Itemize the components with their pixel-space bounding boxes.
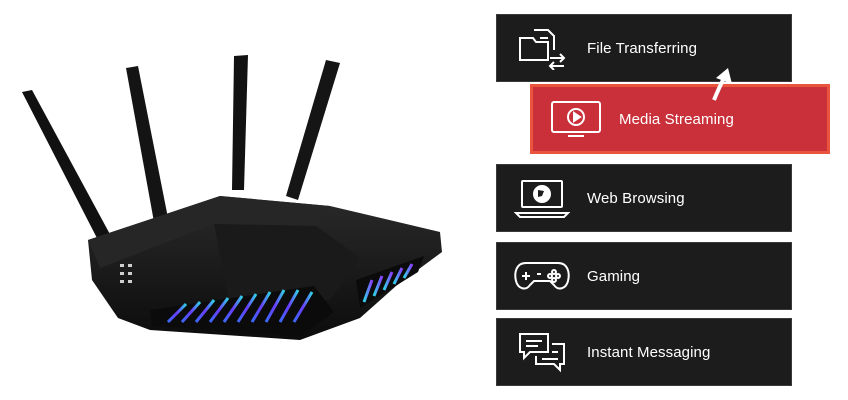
item-label: File Transferring bbox=[587, 39, 698, 57]
web-browsing-icon bbox=[497, 177, 587, 219]
item-web-browsing: Web Browsing bbox=[496, 164, 792, 232]
item-label: Web Browsing bbox=[587, 189, 685, 207]
item-gaming: Gaming bbox=[496, 242, 792, 310]
media-play-icon bbox=[533, 99, 619, 139]
item-instant-messaging: Instant Messaging bbox=[496, 318, 792, 386]
item-label: Media Streaming bbox=[619, 110, 734, 128]
router-image bbox=[22, 55, 442, 340]
item-label: Instant Messaging bbox=[587, 343, 711, 361]
chat-bubbles-icon bbox=[497, 330, 587, 374]
item-media-streaming: Media Streaming bbox=[530, 84, 830, 154]
priority-up-arrow-icon bbox=[712, 68, 732, 101]
file-transfer-icon bbox=[497, 26, 587, 70]
item-label: Gaming bbox=[587, 267, 641, 285]
item-file-transferring: File Transferring bbox=[496, 14, 792, 82]
gamepad-icon bbox=[497, 259, 587, 293]
